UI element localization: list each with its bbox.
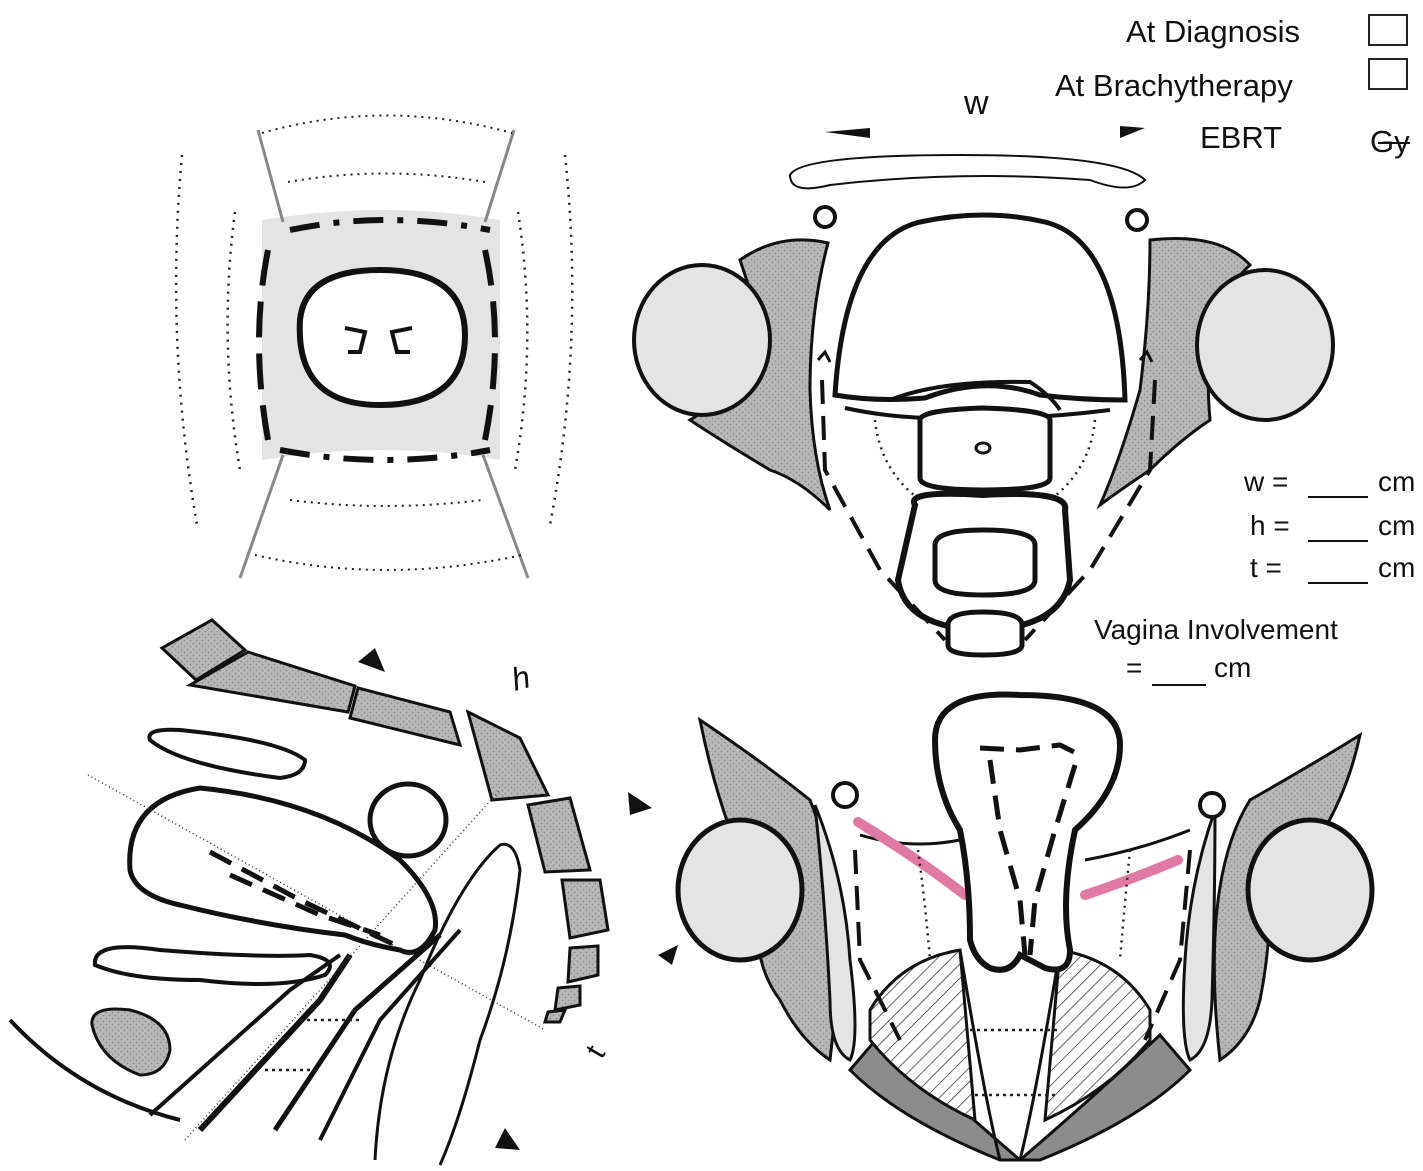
- t-field-blank[interactable]: [1308, 582, 1368, 584]
- at-brachytherapy-checkbox[interactable]: [1368, 58, 1408, 90]
- w-unit: cm: [1378, 466, 1415, 498]
- t-unit: cm: [1378, 552, 1415, 584]
- axial-view-top-left: [176, 116, 572, 579]
- coronal-view-bottom-right: [658, 695, 1372, 1160]
- coronal-view-top-right: [634, 126, 1333, 655]
- vagina-involvement-unit: cm: [1214, 652, 1251, 684]
- h-field-label: h =: [1250, 510, 1290, 542]
- legend-at-diagnosis-label: At Diagnosis: [1126, 14, 1300, 50]
- vagina-involvement-eq: =: [1126, 652, 1142, 684]
- t-field-label: t =: [1250, 552, 1282, 584]
- vagina-involvement-title: Vagina Involvement: [1094, 614, 1338, 646]
- at-diagnosis-checkbox[interactable]: [1368, 14, 1408, 46]
- w-field-label: w =: [1244, 466, 1288, 498]
- legend-at-brachytherapy-label: At Brachytherapy: [1055, 68, 1293, 104]
- ebrt-unit: Gy: [1370, 124, 1410, 160]
- w-field-blank[interactable]: [1308, 496, 1368, 498]
- width-axis-label: w: [964, 84, 989, 123]
- ebrt-label: EBRT: [1200, 120, 1282, 156]
- h-field-blank[interactable]: [1308, 540, 1368, 542]
- sagittal-view-bottom-left: [10, 620, 652, 1165]
- h-unit: cm: [1378, 510, 1415, 542]
- vagina-involvement-blank[interactable]: [1152, 684, 1206, 686]
